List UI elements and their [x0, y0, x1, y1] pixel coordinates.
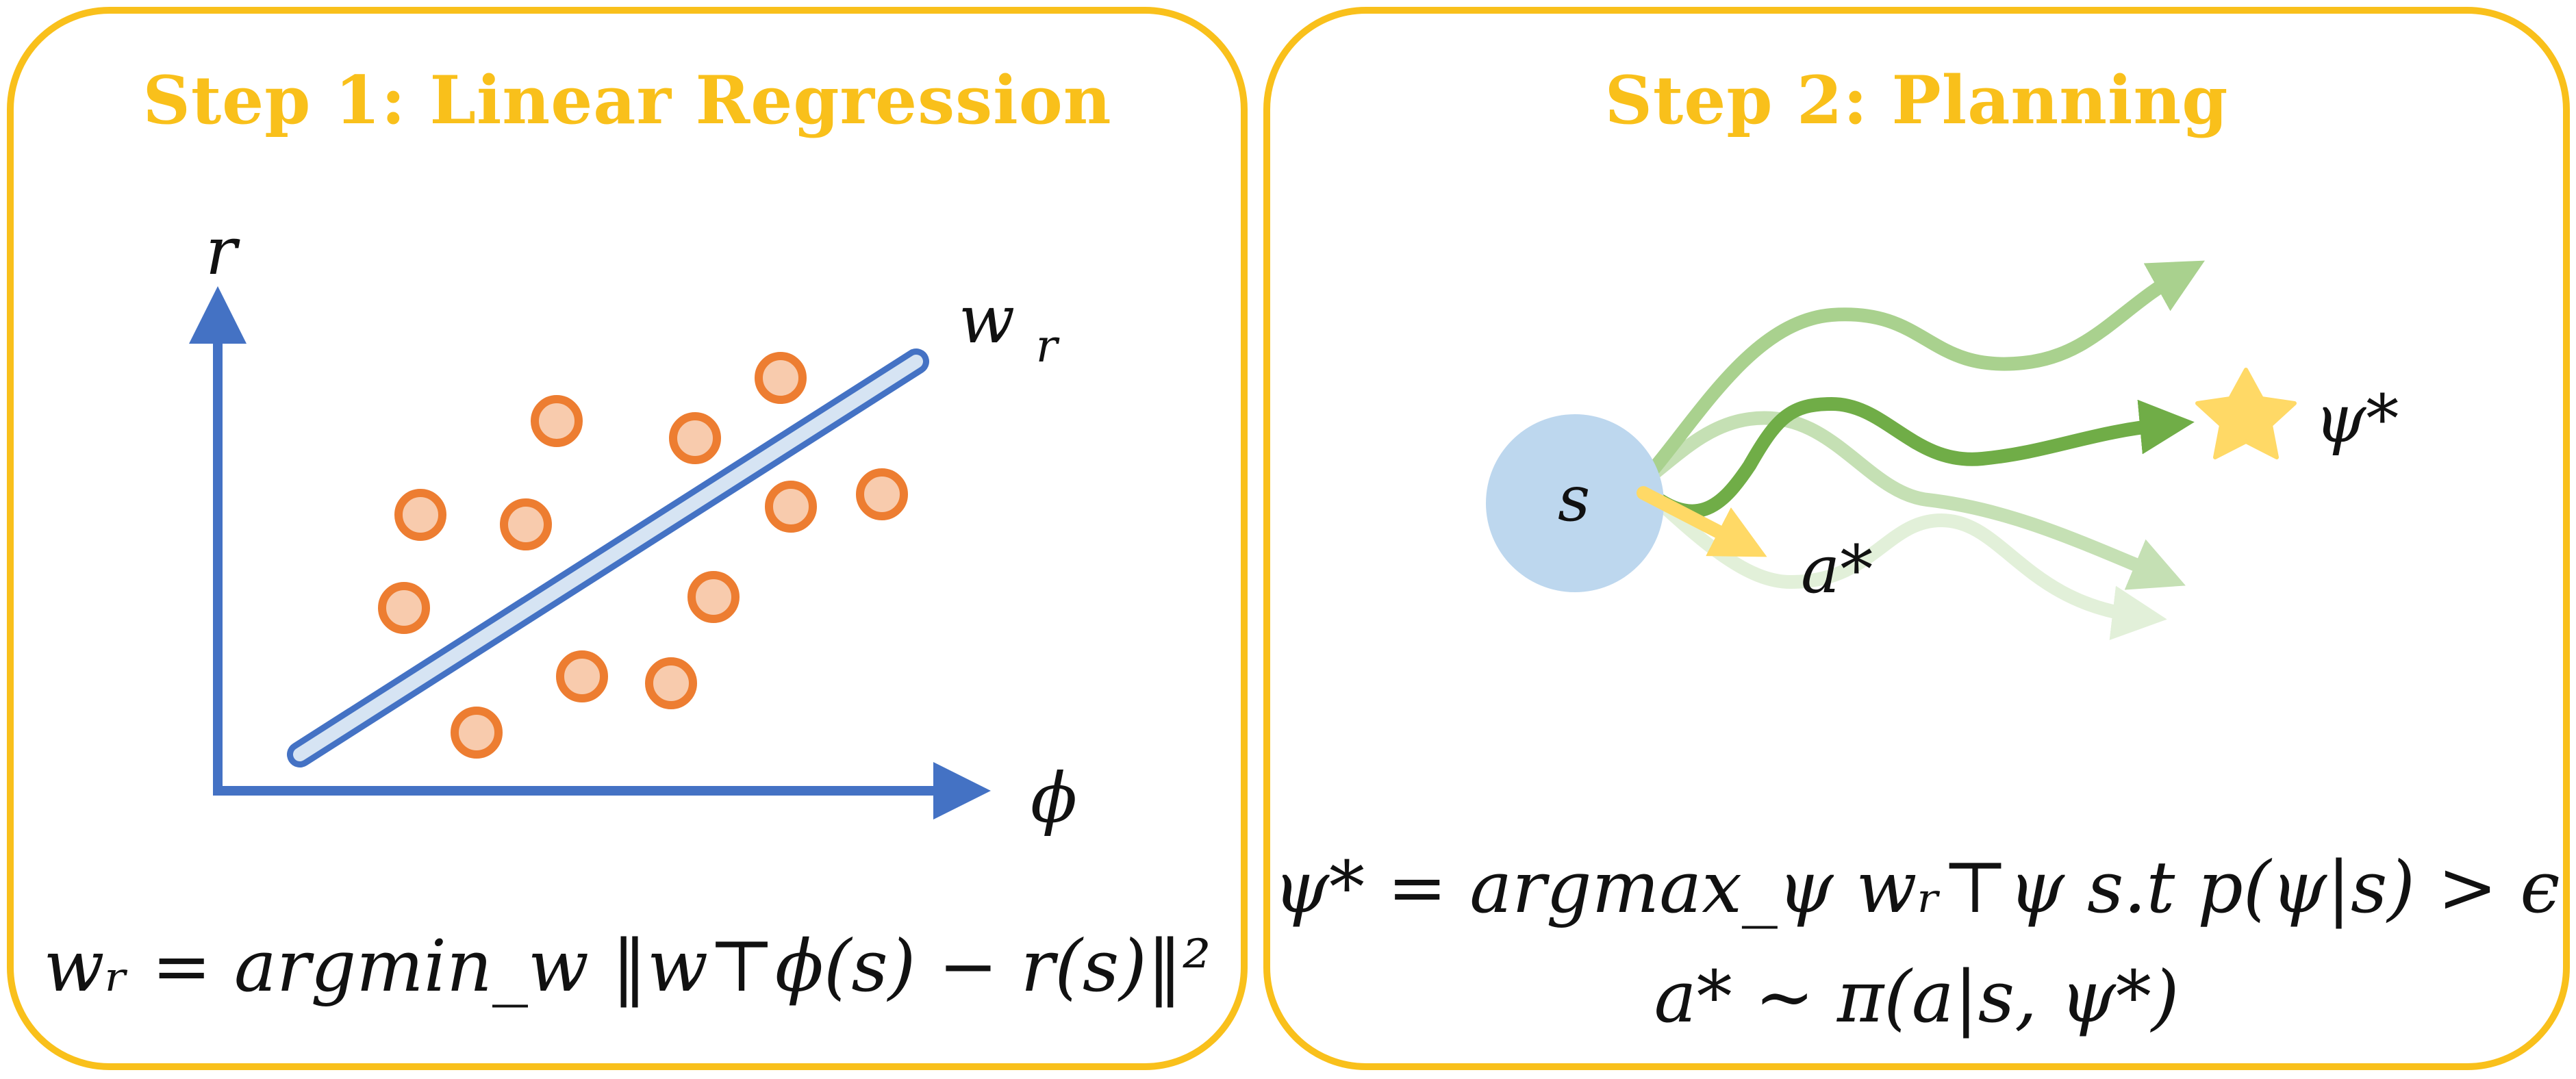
- regression-line-label-sub: r: [1036, 320, 1060, 372]
- x-axis-label: ϕ: [1031, 758, 1077, 838]
- trajectory-upper: [1633, 260, 2205, 492]
- step1-title: Step 1: Linear Regression: [142, 62, 1112, 139]
- planning-objective-formula: ψ* = argmax_ψ wᵣ⊤ψ s.t p(ψ|s) > ϵ: [1273, 846, 2560, 929]
- state-node: [1486, 414, 1664, 592]
- regression-line-label: w r: [959, 281, 1060, 372]
- step2-panel: Step 2: Planning s: [1263, 7, 2570, 1070]
- goal-label: ψ*: [2314, 381, 2399, 457]
- data-point: [378, 582, 430, 634]
- data-point: [451, 707, 503, 759]
- regression-formula: wᵣ = argmin_w ‖w⊤ϕ(s) − r(s)‖²: [43, 924, 1211, 1008]
- data-point: [394, 489, 446, 541]
- data-point: [765, 481, 817, 533]
- data-point: [556, 650, 608, 702]
- action-arrow: [1637, 486, 1767, 557]
- step2-title: Step 2: Planning: [1604, 62, 2229, 139]
- data-point: [669, 412, 721, 464]
- data-point: [531, 395, 583, 447]
- y-axis-label: r: [205, 213, 240, 290]
- planning-diagram: s a* ψ*: [1486, 260, 2399, 641]
- policy-formula: a* ~ π(a|s, ψ*): [1654, 955, 2180, 1039]
- state-label: s: [1558, 462, 1590, 535]
- data-points: [378, 352, 908, 759]
- step1-panel: Step 1: Linear Regression: [7, 7, 1248, 1070]
- goal-star-icon: [2195, 368, 2297, 459]
- trajectory-faint-mid: [1633, 411, 2186, 590]
- trajectory-optimal: [1633, 396, 2195, 518]
- data-point: [500, 498, 552, 550]
- data-point: [755, 352, 807, 404]
- regression-diagram: r ϕ w r: [189, 213, 1077, 838]
- regression-line-label-main: w: [959, 281, 1015, 358]
- action-label: a*: [1801, 531, 1873, 608]
- data-point: [645, 657, 697, 709]
- regression-line: [293, 355, 923, 761]
- data-point: [687, 571, 740, 623]
- data-point: [856, 468, 908, 520]
